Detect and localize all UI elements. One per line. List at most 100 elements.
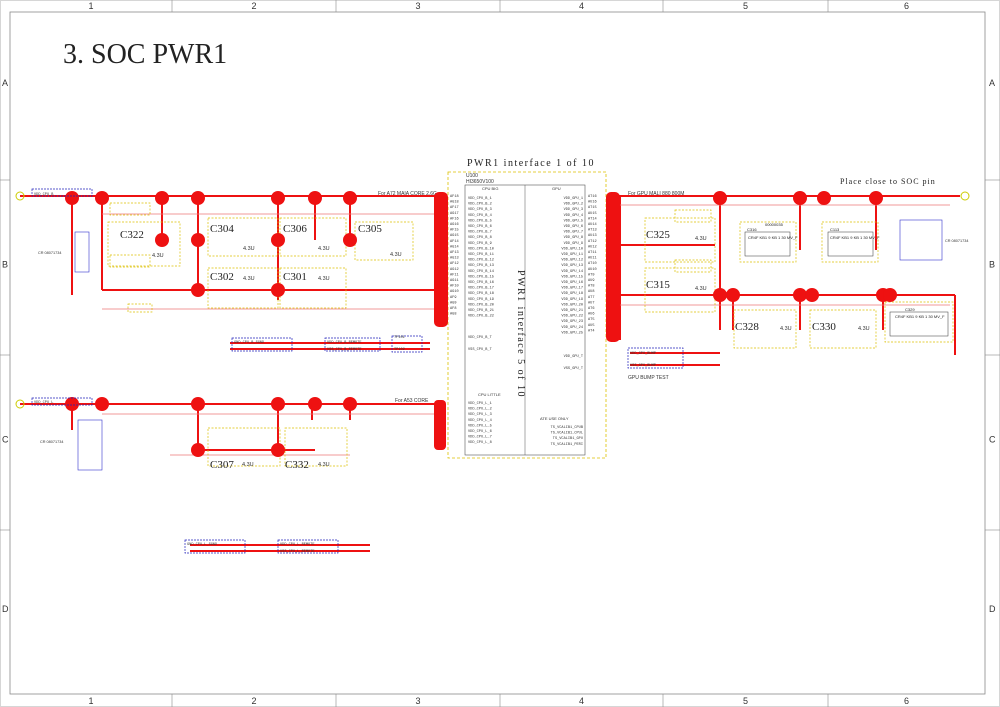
pin-gpu-sense: VDD_GPU_T — [564, 355, 584, 359]
note-for-a72: For A72 MAIA CORE 2.6G — [378, 191, 437, 197]
cr-label-l: CR 08071734 — [40, 440, 63, 444]
net-vdd-cpu-l-remote: VDD_CPU_L_REMOTE — [280, 543, 315, 547]
cap-outline — [733, 309, 797, 349]
val-c315: 4.3U — [695, 286, 707, 292]
junction-dot — [271, 283, 285, 297]
col-label: 5 — [743, 1, 748, 11]
net-label-boxes — [31, 188, 684, 554]
junction-dot — [95, 191, 109, 205]
pin-gpu: VDD_GPU_21 — [561, 309, 583, 313]
pin-gpu-sense: VSS_GPU_T — [564, 367, 584, 371]
cap-traces — [102, 204, 950, 456]
junction-dot — [343, 233, 357, 247]
val-c330: 4.3U — [858, 326, 870, 332]
col-label: 6 — [904, 696, 909, 706]
junction-dot — [65, 191, 79, 205]
val-c302: 4.3U — [243, 276, 255, 282]
cap-outline — [109, 202, 151, 216]
pad-label-right: AU8 — [588, 290, 594, 294]
col-label: 4 — [579, 1, 584, 11]
pin-cpu-big: VDD_CPU_B_14 — [468, 270, 494, 274]
val-c332: 4.3U — [318, 462, 330, 468]
pad-label-right: AU5 — [588, 324, 594, 328]
cap-c316: C316 — [747, 227, 757, 232]
pin-cpu-big-sense: VDD_CPU_B_T — [468, 336, 493, 340]
junction-dot — [805, 288, 819, 302]
pad-label-right: AT6 — [588, 307, 594, 311]
pad-label-left: AF13 — [450, 251, 459, 255]
pin-cpu-little: VDD_CPU_L_8 — [468, 441, 492, 445]
col-label: 3 — [415, 696, 420, 706]
rail-ports — [15, 191, 970, 409]
junction-dot — [191, 397, 205, 411]
net-tp101: TP101 — [394, 336, 405, 340]
junction-dot — [191, 233, 205, 247]
ic-part: HI3650V100 — [466, 179, 494, 185]
pin-cpu-little: VDD_CPU_L_6 — [468, 430, 492, 434]
junction-dot — [155, 233, 169, 247]
col-label: 5 — [743, 696, 748, 706]
pin-cpu-big: VDD_CPU_B_9 — [468, 242, 492, 246]
ic-sec-ate: ATE USE ONLY — [540, 416, 569, 421]
pin-cpu-big: VDD_CPU_B_19 — [468, 298, 494, 302]
pin-gpu: VDD_GPU_12 — [561, 259, 583, 263]
note-for-gpu: For GPU MALI 880 800M — [628, 191, 684, 197]
pin-gpu: VDD_GPU_2 — [564, 203, 583, 207]
pad-label-left: AF15 — [450, 229, 459, 233]
pin-cpu-big: VDD_CPU_B_2 — [468, 203, 492, 207]
col-label: 4 — [579, 696, 584, 706]
net-vdd-cpu-l: VDD_CPU_L — [34, 401, 53, 405]
pin-cpu-big: VDD_CPU_B_12 — [468, 259, 494, 263]
pin-cpu-little: VDD_CPU_L_4 — [468, 419, 492, 423]
pin-ate: TS_VCALIB1_CPUB — [551, 426, 584, 430]
pin-cpu-little: VDD_CPU_L_5 — [468, 424, 492, 428]
val-c322: 4.3U — [152, 253, 164, 259]
net-gnd-b: GND_CPU_B_SGND — [234, 341, 264, 345]
pad-label-right: AU9 — [588, 279, 594, 283]
pad-label-left: AG8 — [450, 313, 456, 317]
pin-gpu: VDD_GPU_11 — [561, 253, 583, 257]
pin-cpu-big: VDD_CPU_B_7 — [468, 231, 492, 235]
ic-vertical-title: PWR1 interface 5 of 10 — [515, 270, 526, 398]
pin-cpu-big: VDD_CPU_B_8 — [468, 236, 492, 240]
col-label: 2 — [251, 1, 256, 11]
val-c301: 4.3U — [318, 276, 330, 282]
pin-cpu-big-sense: VSS_CPU_B_T — [468, 348, 493, 352]
val-c306: 4.3U — [318, 246, 330, 252]
pin-cpu-big: VDD_CPU_B_4 — [468, 214, 492, 218]
pin-gpu: VDD_GPU_6 — [564, 225, 583, 229]
pad-label-right: AU12 — [588, 245, 597, 249]
cr-labels: CR 08071734 CR 08071734 CR 08071734 — [38, 239, 968, 444]
cap-c304: C304 — [210, 223, 234, 235]
pad-label-right: AT11 — [588, 251, 597, 255]
net-vdd-gpu-bump: VDD_GPU_BUMP — [630, 352, 656, 356]
pin-cpu-little: VDD_CPU_L_2 — [468, 408, 492, 412]
net-vss-gpu-bump: VSS_GPU_BUMP — [630, 364, 656, 368]
pin-cpu-big: VDD_CPU_B_18 — [468, 292, 494, 296]
junction-dot — [271, 443, 285, 457]
cap-outline — [207, 267, 279, 309]
net-tp102: TP102 — [394, 348, 405, 352]
pad-label-right: AU11 — [588, 257, 597, 261]
net-vss-cpu-b-remote: VSS_CPU_B_REMOTE — [327, 348, 362, 352]
capacitor-outlines — [107, 202, 954, 467]
pad-label-right: AU10 — [588, 268, 597, 272]
cap-c113: C113 — [830, 227, 840, 232]
junction-dot — [271, 233, 285, 247]
pad-label-left: AG15 — [450, 234, 459, 238]
mlcc-groups: C316 00000035 C113 C329 CR4F KB1 9 KB 1 … — [744, 222, 949, 337]
pad-label-left: AF17 — [450, 206, 459, 210]
junction-dot — [817, 191, 831, 205]
pad-label-right: AT7 — [588, 296, 594, 300]
cap-c305: C305 — [358, 223, 382, 235]
pad-label-right: AU15 — [588, 212, 597, 216]
val-c305: 4.3U — [390, 252, 402, 258]
junction-dot — [191, 283, 205, 297]
val-c307: 4.3U — [242, 462, 254, 468]
cap-c301: C301 — [283, 271, 307, 283]
pad-label-right: AU13 — [588, 234, 597, 238]
cap-outline — [821, 221, 879, 263]
pin-gpu: VDD_GPU_25 — [561, 331, 583, 335]
